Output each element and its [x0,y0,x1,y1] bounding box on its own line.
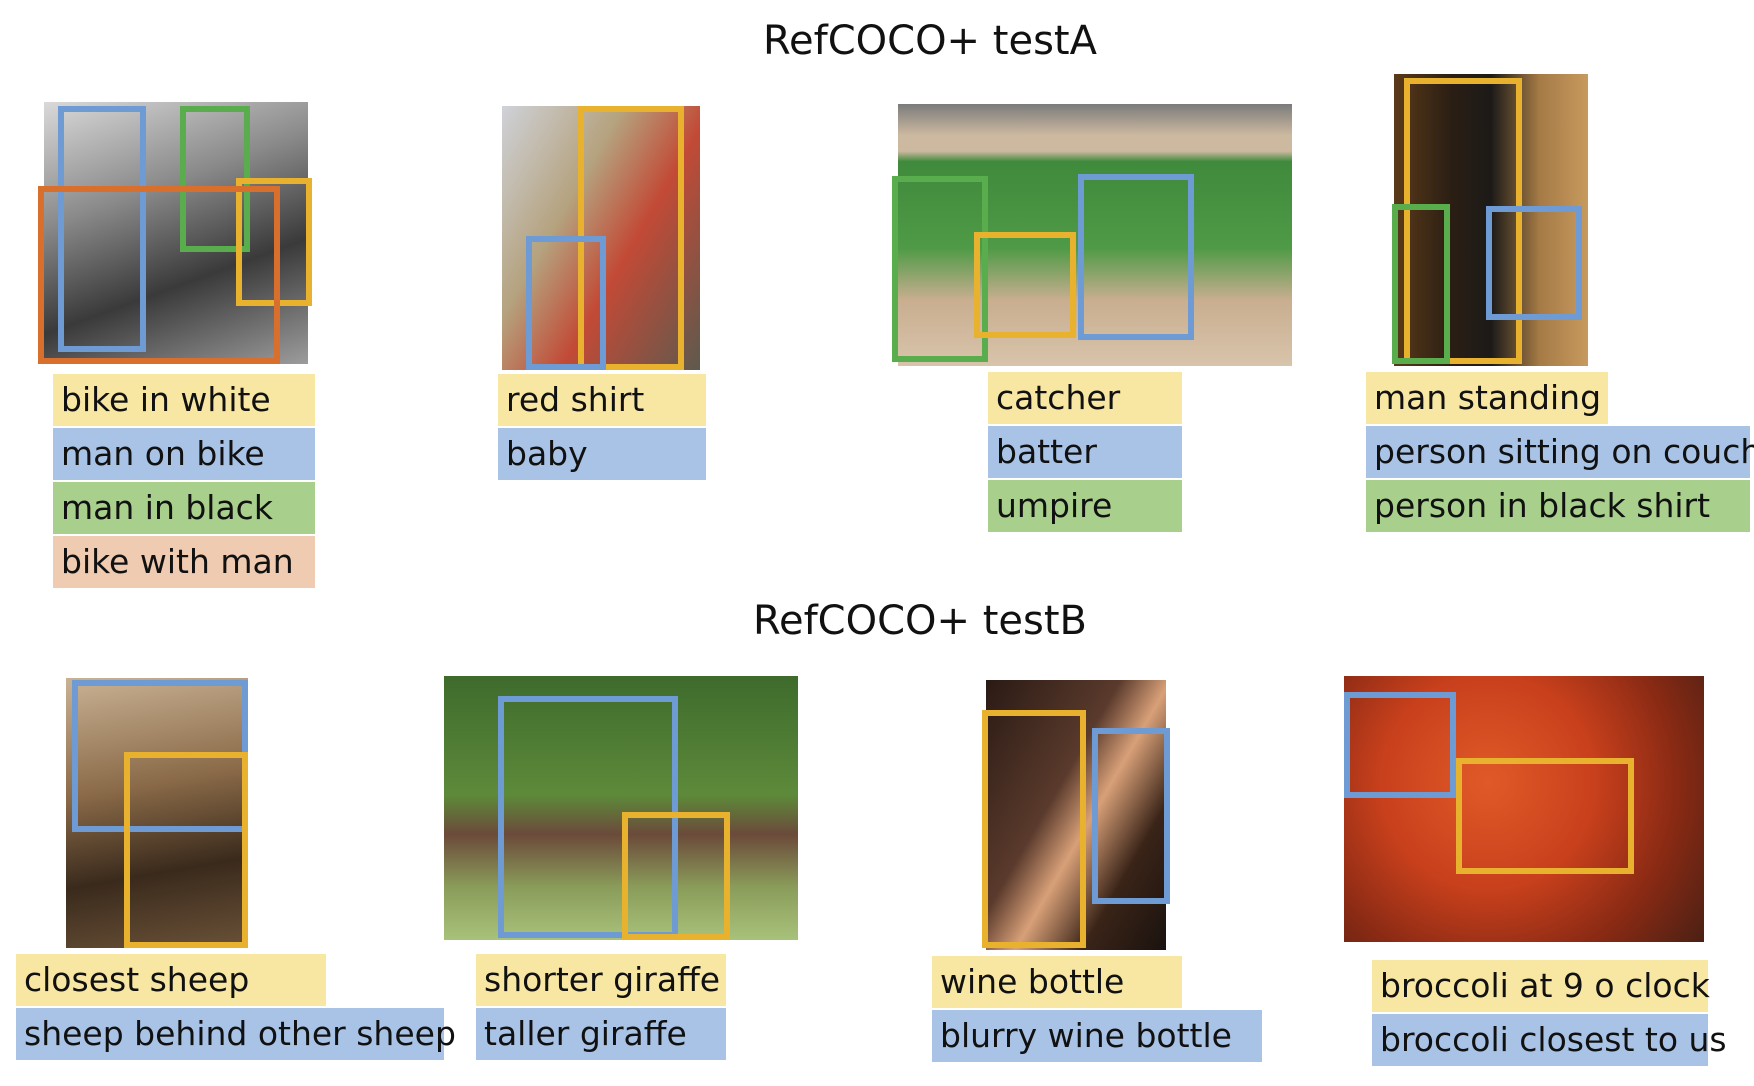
label-man-in-black: man in black [53,482,315,534]
label-catcher: catcher [988,372,1182,424]
label-blurry-wine-bottle: blurry wine bottle [932,1010,1262,1062]
photo-wine [982,680,1170,950]
bbox-umpire [892,176,988,362]
bbox-person-in-black-shirt [1392,204,1450,364]
bbox-person-sitting-on-couch [1486,206,1582,320]
bbox-broccoli-at-9-o-clock [1344,692,1456,798]
bbox-catcher [974,232,1076,338]
label-broccoli-at-9-o-clock: broccoli at 9 o clock [1372,960,1710,1012]
label-shorter-giraffe: shorter giraffe [476,954,726,1006]
label-wine-bottle: wine bottle [932,956,1182,1008]
label-man-on-bike: man on bike [53,428,315,480]
label-person-sitting-on-couch: person sitting on couch [1366,426,1754,478]
bbox-baby [526,236,606,370]
label-red-shirt: red shirt [498,374,706,426]
bbox-blurry-wine-bottle [1092,728,1170,904]
photo-sheep [66,678,248,948]
bbox-wine-bottle [982,710,1086,948]
label-man-standing: man standing [1366,372,1608,424]
label-bike-in-white: bike in white [53,374,315,426]
photo-baseball [892,104,1292,366]
section-title-testb: RefCOCO+ testB [752,598,1087,644]
label-bike-with-man: bike with man [53,536,315,588]
bbox-bike-with-man [38,186,280,364]
photo-giraffes [444,676,798,940]
bbox-shorter-giraffe [622,812,730,940]
photo-broccoli [1344,676,1704,942]
label-batter: batter [988,426,1182,478]
label-taller-giraffe: taller giraffe [476,1008,726,1060]
label-person-in-black-shirt: person in black shirt [1366,480,1750,532]
bbox-man-on-bike [58,106,146,352]
label-closest-sheep: closest sheep [16,954,326,1006]
bbox-broccoli-closest-to-us [1456,758,1634,874]
photo-man-standing [1392,74,1588,366]
bbox-man-standing [1404,78,1522,364]
bbox-closest-sheep [124,752,248,948]
photo-motorcycle [38,102,312,364]
section-title-testa: RefCOCO+ testA [763,18,1097,64]
label-sheep-behind-other-sheep: sheep behind other sheep [16,1008,456,1060]
label-broccoli-closest-to-us: broccoli closest to us [1372,1014,1727,1066]
label-umpire: umpire [988,480,1182,532]
label-baby: baby [498,428,706,480]
photo-red-shirt [502,106,700,370]
bbox-batter [1078,174,1194,340]
